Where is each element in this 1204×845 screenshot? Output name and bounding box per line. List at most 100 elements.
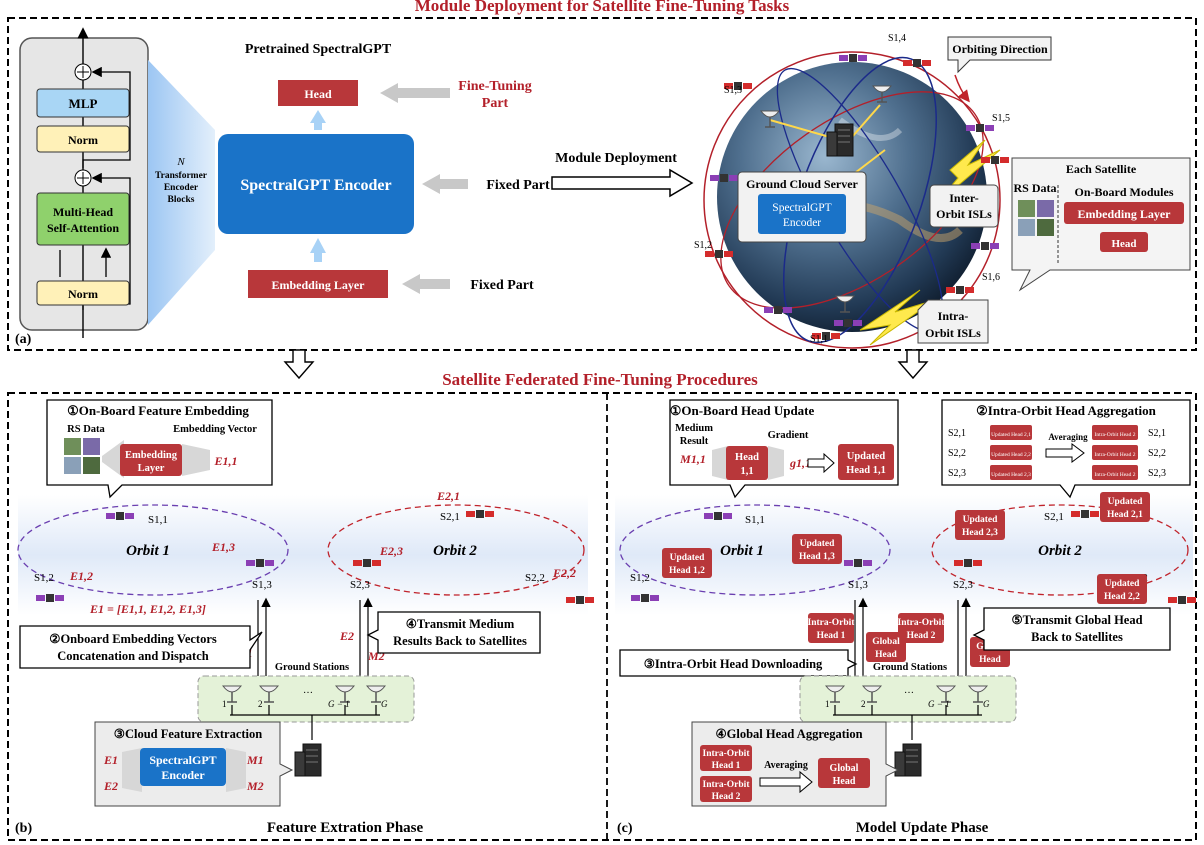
svg-text:E2: E2 [339,629,354,643]
each-satellite-callout: Each Satellite RS Data On-Board Modules … [1011,157,1191,292]
panel-b-label: (b) [15,821,32,836]
svg-text:Head: Head [1111,238,1136,250]
panel-a-frame [7,17,1197,351]
down-arrow-right [897,349,929,380]
svg-text:S1,1: S1,1 [148,514,168,526]
svg-text:③Cloud Feature Extraction: ③Cloud Feature Extraction [114,727,263,741]
svg-text:RS Data: RS Data [1013,181,1056,195]
svg-text:Head: Head [875,650,897,660]
panel-b-phase: Feature Extration Phase [267,820,424,836]
svg-text:Orbit ISLs: Orbit ISLs [936,207,992,221]
svg-text:1: 1 [825,699,830,709]
figure-title: Module Deployment for Satellite Fine-Tun… [415,0,790,15]
svg-text:Intra-Orbit: Intra-Orbit [808,618,856,628]
svg-text:Head 1,3: Head 1,3 [799,552,835,562]
c-step5-callout: ⑤Transmit Global Head Back to Satellites [972,607,1171,651]
svg-text:Intra-: Intra- [938,309,969,323]
c-ground-area [799,675,1017,723]
b-step4-callout: ④Transmit Medium Results Back to Satelli… [366,611,541,654]
svg-text:S1,4: S1,4 [888,33,906,44]
norm-bottom-box [36,280,130,306]
svg-text:S2,3: S2,3 [953,579,973,591]
svg-text:G: G [983,699,990,709]
svg-text:①On-Board Head Update: ①On-Board Head Update [670,403,815,418]
svg-text:Intra-Orbit: Intra-Orbit [703,749,751,759]
svg-text:Orbit 2: Orbit 2 [1038,543,1082,559]
b-ground-area [197,675,415,723]
svg-text:Embedding Layer: Embedding Layer [1077,207,1171,221]
svg-text:Head: Head [833,776,856,787]
svg-text:Global: Global [830,763,859,774]
svg-text:Head 1: Head 1 [817,631,846,641]
svg-text:Transformer: Transformer [155,171,208,181]
svg-text:Updated: Updated [847,451,886,462]
svg-text:S1,3: S1,3 [724,85,742,96]
svg-text:E2,1: E2,1 [436,489,460,503]
head-block [278,80,358,106]
svg-text:Encoder: Encoder [783,217,821,229]
svg-text:②Intra-Orbit Head Aggregation: ②Intra-Orbit Head Aggregation [976,403,1156,418]
svg-text:…: … [904,685,914,696]
svg-text:Updated Head 2,1: Updated Head 2,1 [991,432,1031,438]
embedding-block [248,270,388,298]
svg-text:Updated Head 2,3: Updated Head 2,3 [991,472,1031,478]
svg-text:Intra-Orbit Head 2: Intra-Orbit Head 2 [1095,452,1136,458]
norm-top-box [36,125,130,153]
svg-text:S1,6: S1,6 [982,272,1000,283]
svg-text:Averaging: Averaging [1048,432,1088,442]
svg-text:…: … [303,685,313,696]
svg-text:S2,1: S2,1 [948,428,966,439]
pretrained-title: Pretrained SpectralGPT [245,42,392,57]
c-updated-heads: Updated Head 1,2 Updated Head 1,3 Update… [662,492,1150,604]
svg-text:Head 1,1: Head 1,1 [846,465,886,476]
svg-text:S2,1: S2,1 [440,511,460,523]
c-step2-callout: ②Intra-Orbit Head Aggregation S2,1 S2,2 … [941,399,1191,499]
svg-text:g1,1: g1,1 [789,456,811,470]
svg-text:Multi-Head: Multi-Head [53,205,113,219]
svg-text:S1,3: S1,3 [848,579,868,591]
svg-text:Updated: Updated [1108,497,1144,507]
b-step1-callout: ①On-Board Feature Embedding RS Data Embe… [46,399,273,499]
svg-text:S2,2: S2,2 [1148,448,1166,459]
svg-text:E2: E2 [103,779,118,793]
svg-text:Blocks: Blocks [168,195,195,205]
svg-text:Global: Global [872,637,900,647]
svg-text:Inter-: Inter- [949,191,979,205]
svg-text:Module Deployment: Module Deployment [555,151,677,166]
panel-a-label: (a) [15,332,32,347]
svg-text:M1: M1 [246,753,264,767]
intra-orbit-isl-callout: Intra- Orbit ISLs [917,299,989,344]
c-step1-callout: ①On-Board Head Update Medium Result Grad… [669,399,899,499]
svg-text:M2: M2 [246,779,264,793]
c-step4-callout: ④Global Head Aggregation Intra-Orbit Hea… [691,721,900,807]
svg-text:Head 2,1: Head 2,1 [1107,510,1143,520]
svg-text:Fixed Part: Fixed Part [486,178,550,193]
svg-text:③Intra-Orbit Head Downloading: ③Intra-Orbit Head Downloading [644,657,823,671]
svg-text:Ground Cloud Server: Ground Cloud Server [746,177,858,191]
svg-text:Ground Stations: Ground Stations [873,662,947,673]
transformer-fan [148,60,215,325]
svg-text:Fixed Part: Fixed Part [470,278,534,293]
mhsa-box [36,192,130,246]
svg-text:G: G [381,699,388,709]
ground-cloud-server-callout: Ground Cloud Server SpectralGPT Encoder [737,171,867,243]
svg-text:S2,2: S2,2 [948,448,966,459]
transformer-block: MLP Norm Multi-Head Self-Attention Norm [19,27,149,338]
svg-text:Fine-Tuning: Fine-Tuning [458,79,531,94]
svg-text:Back to Satellites: Back to Satellites [1031,630,1123,644]
svg-text:①On-Board Feature Embedding: ①On-Board Feature Embedding [67,403,249,418]
svg-text:S1,2: S1,2 [694,240,712,251]
svg-text:Intra-Orbit Head 2: Intra-Orbit Head 2 [1095,472,1136,478]
inter-orbit-isl-callout: Inter- Orbit ISLs [929,184,999,228]
svg-text:2: 2 [258,699,263,709]
svg-text:1: 1 [222,699,227,709]
svg-text:Layer: Layer [138,463,165,474]
svg-text:④Global Head Aggregation: ④Global Head Aggregation [715,727,862,741]
orbiting-direction-callout: Orbiting Direction [947,36,1052,103]
svg-text:S2,1: S2,1 [1044,511,1064,523]
svg-text:Updated: Updated [1105,579,1141,589]
svg-text:Head 2,3: Head 2,3 [962,528,998,538]
svg-text:G − 1: G − 1 [328,699,350,709]
svg-text:Results Back to Satellites: Results Back to Satellites [393,634,527,648]
